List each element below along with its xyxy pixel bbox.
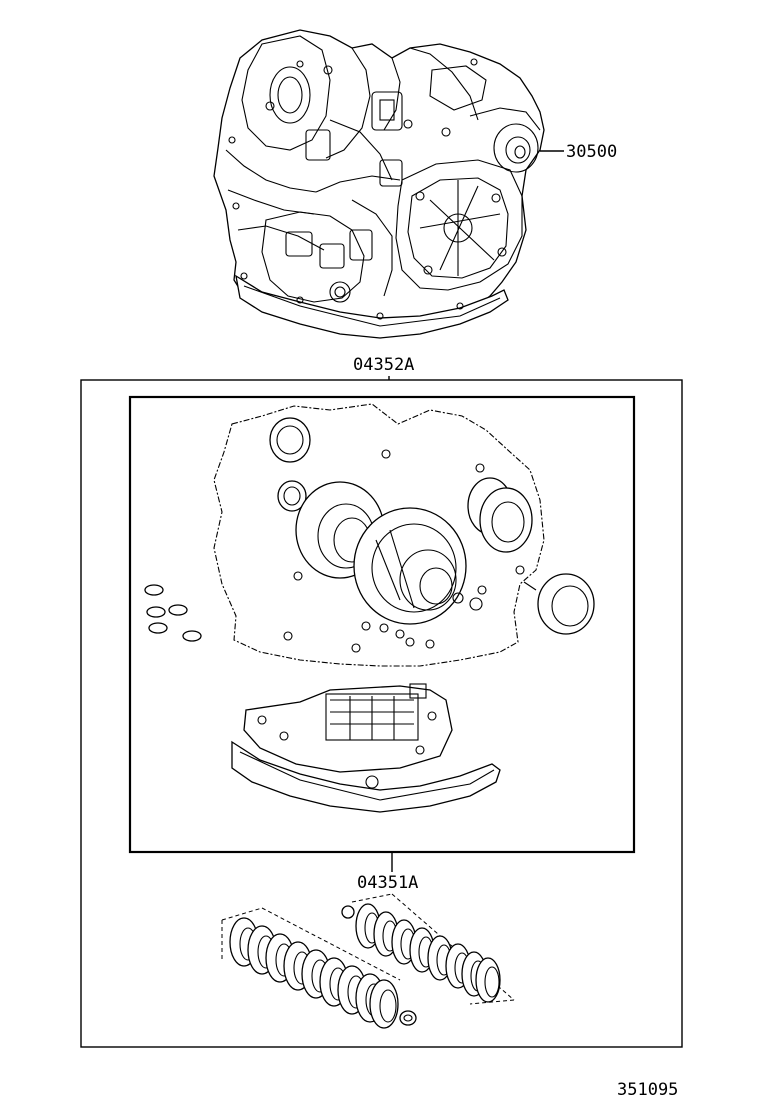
part-label-04351a[interactable]: 04351A <box>357 873 418 893</box>
gasket-kit-illustration[interactable] <box>144 403 595 813</box>
gasket-kit-frame <box>128 395 636 854</box>
clutch-disc-set-left[interactable] <box>221 907 417 1029</box>
illustration-number: 351095 <box>617 1080 678 1100</box>
overhaul-kit-frame <box>80 379 683 1048</box>
clutch-disc-set-right[interactable] <box>341 893 515 1005</box>
transaxle-assembly-illustration[interactable] <box>213 29 545 339</box>
part-label-30500[interactable]: 30500 <box>566 142 617 162</box>
part-label-04352a[interactable]: 04352A <box>353 355 414 375</box>
